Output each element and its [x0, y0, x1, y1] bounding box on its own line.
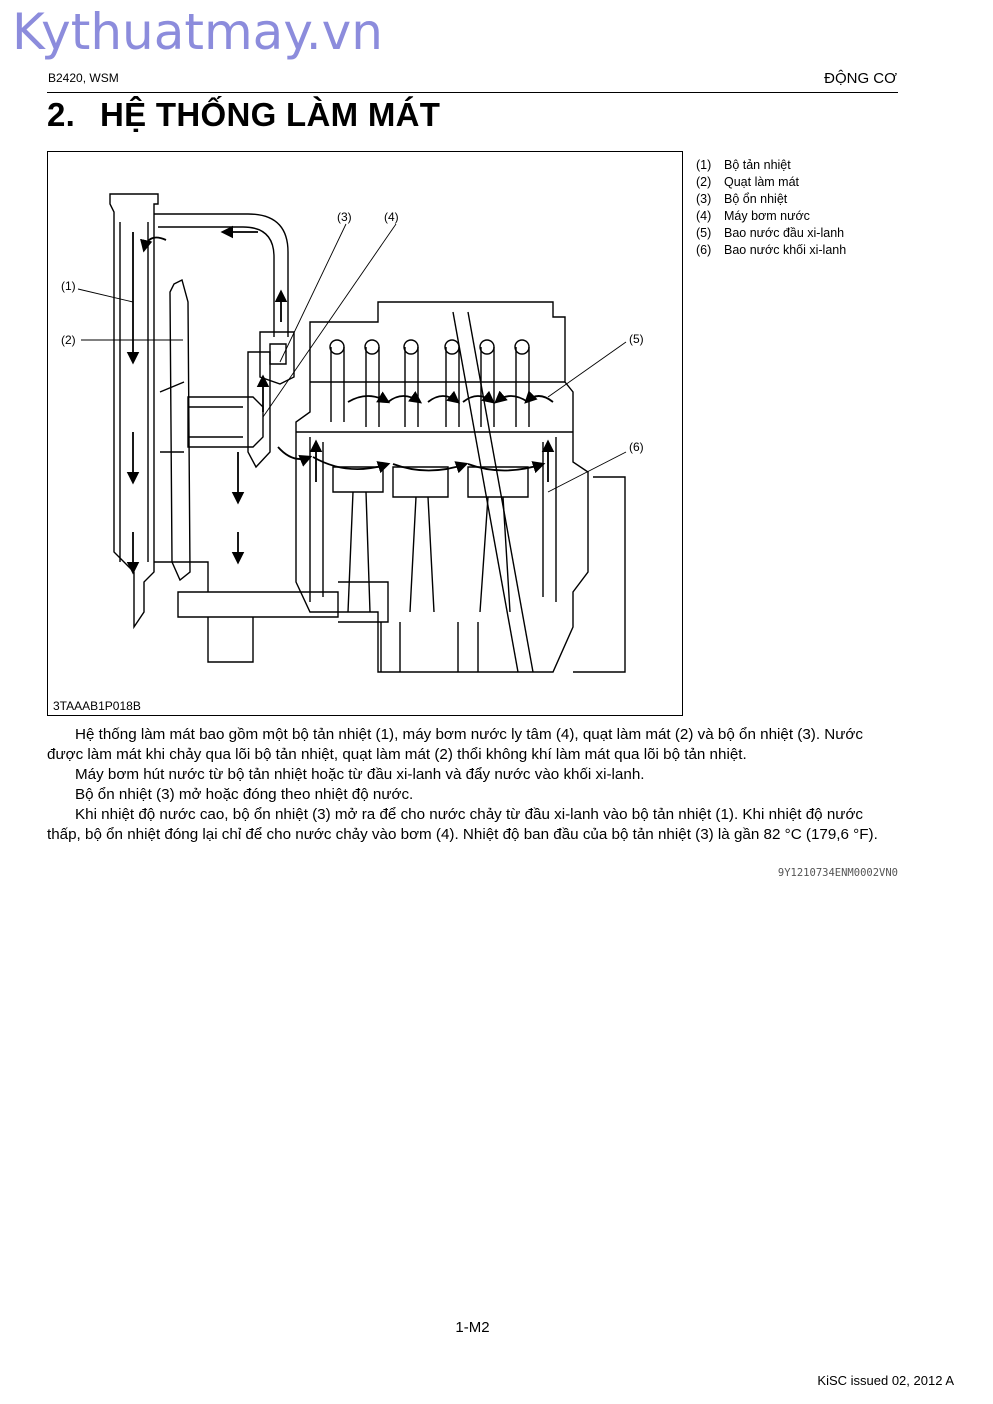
header-model: B2420, WSM [48, 71, 119, 85]
section-title: HỆ THỐNG LÀM MÁT [100, 96, 441, 133]
section-number: 2. [47, 96, 76, 133]
callout-5: (5) [629, 332, 644, 346]
header-rule [47, 92, 898, 93]
callout-4: (4) [384, 210, 399, 224]
body-text: Hệ thống làm mát bao gồm một bộ tản nhiệ… [47, 725, 899, 845]
paragraph: Bộ ổn nhiệt (3) mở hoặc đóng theo nhiệt … [75, 786, 414, 803]
legend-item: (6)Bao nước khối xi-lanh [696, 243, 847, 257]
engine-cutaway-diagram [77, 193, 627, 673]
document-reference: 9Y1210734ENM0002VN0 [777, 867, 898, 879]
legend-item: (1)Bộ tản nhiệt [696, 158, 791, 172]
paragraph: Khi nhiệt độ nước cao, bộ ổn nhiệt (3) m… [47, 806, 878, 843]
callout-2: (2) [61, 333, 76, 347]
page-title: 2. HỆ THỐNG LÀM MÁT [47, 96, 440, 134]
figure-legend: (1)Bộ tản nhiệt (2)Quạt làm mát (3)Bộ ổn… [696, 157, 846, 259]
callout-1: (1) [61, 279, 76, 293]
legend-item: (5)Bao nước đầu xi-lanh [696, 226, 845, 240]
page-number: 1-M2 [455, 1319, 490, 1336]
footer-issue: KiSC issued 02, 2012 A [817, 1373, 954, 1388]
callout-6: (6) [629, 440, 644, 454]
paragraph: Hệ thống làm mát bao gồm một bộ tản nhiệ… [47, 726, 863, 763]
watermark-logo: Kythuatmay.vn [12, 3, 383, 61]
cooling-system-figure: (1) (2) (3) (4) (5) (6) 3TAAAB1P018B [47, 151, 683, 716]
figure-code: 3TAAAB1P018B [53, 699, 141, 713]
legend-item: (3)Bộ ổn nhiệt [696, 192, 788, 206]
callout-3: (3) [337, 210, 352, 224]
legend-item: (4)Máy bơm nước [696, 209, 810, 223]
legend-item: (2)Quạt làm mát [696, 175, 800, 189]
header-section: ĐỘNG CƠ [824, 70, 897, 87]
paragraph: Máy bơm hút nước từ bộ tản nhiệt hoặc từ… [75, 766, 645, 783]
